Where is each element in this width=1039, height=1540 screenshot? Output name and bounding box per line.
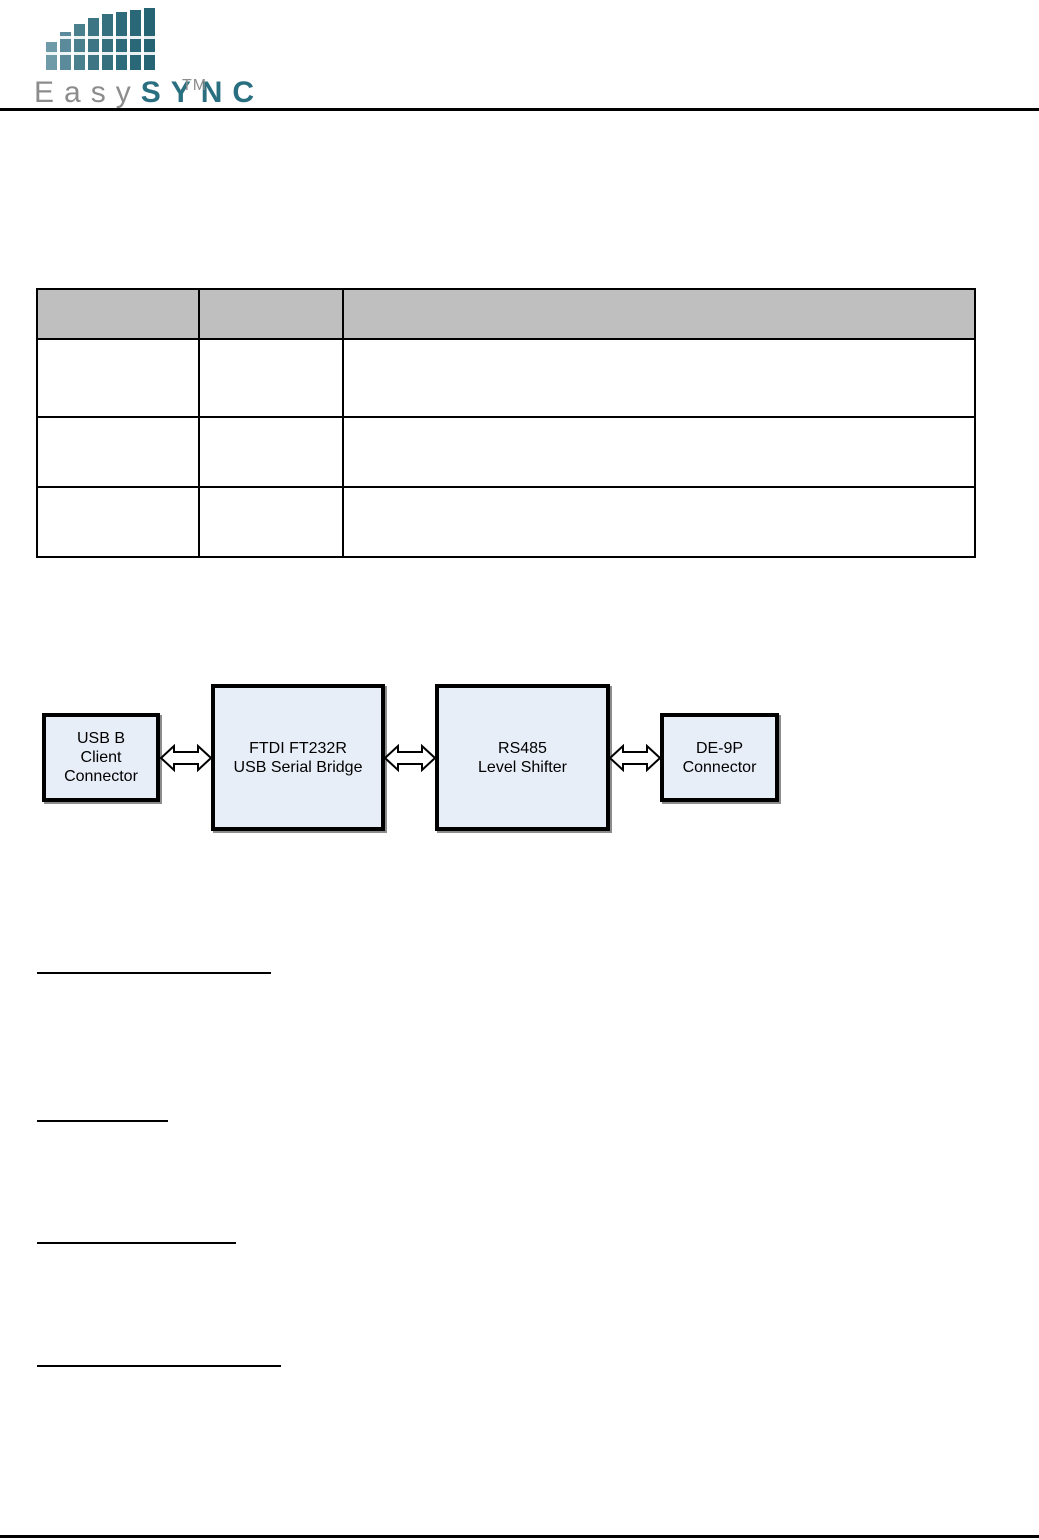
block-rs485-level-shifter: RS485 Level Shifter: [435, 684, 610, 831]
footer-rule: [0, 1535, 1039, 1538]
table-cell: [36, 486, 200, 558]
logo-word-sync: SYNC: [140, 76, 265, 109]
table-cell: [342, 338, 976, 418]
logo-bars-icon: [44, 8, 164, 70]
double-arrow-icon: [160, 744, 212, 772]
logo-trademark: TM: [182, 77, 208, 94]
double-arrow-icon: [384, 744, 436, 772]
table-cell: [342, 416, 976, 488]
block-label-line: USB B: [76, 730, 125, 747]
easysync-logo: EasySYNC TM: [14, 6, 254, 110]
block-label-line: Client: [80, 749, 122, 766]
block-label-line: DE-9P: [695, 739, 744, 757]
block-label-line: Connector: [64, 768, 138, 785]
block-ftdi-bridge: FTDI FT232R USB Serial Bridge: [211, 684, 385, 831]
section-heading-underline: [37, 1120, 168, 1122]
block-usb-connector: USB B Client Connector: [42, 713, 160, 802]
logo-word-easy: Easy: [34, 76, 141, 109]
section-heading-underline: [37, 1365, 281, 1367]
block-label-line: Connector: [682, 758, 757, 776]
block-de9p-connector: DE-9P Connector: [660, 713, 779, 802]
section-heading-underline: [37, 972, 271, 974]
table-cell: [342, 486, 976, 558]
header-rule: [0, 108, 1039, 111]
table-row: [36, 338, 976, 418]
block-label-line: FTDI FT232R: [249, 739, 347, 757]
table-cell: [198, 416, 344, 488]
logo-wordmark: EasySYNC: [34, 78, 264, 108]
table-cell: [36, 416, 200, 488]
table-row: [36, 416, 976, 488]
table-cell: [36, 338, 200, 418]
table-header-cell: [198, 288, 344, 340]
block-label-line: USB Serial Bridge: [233, 758, 363, 776]
block-label-line: RS485: [498, 739, 547, 757]
table-header-cell: [342, 288, 976, 340]
block-label-line: Level Shifter: [478, 758, 567, 776]
table-cell: [198, 338, 344, 418]
table-row: [36, 486, 976, 558]
table-cell: [198, 486, 344, 558]
table-header-row: [36, 288, 976, 340]
spec-table: [36, 288, 976, 558]
double-arrow-icon: [609, 744, 661, 772]
table-header-cell: [36, 288, 200, 340]
section-heading-underline: [37, 1242, 236, 1244]
